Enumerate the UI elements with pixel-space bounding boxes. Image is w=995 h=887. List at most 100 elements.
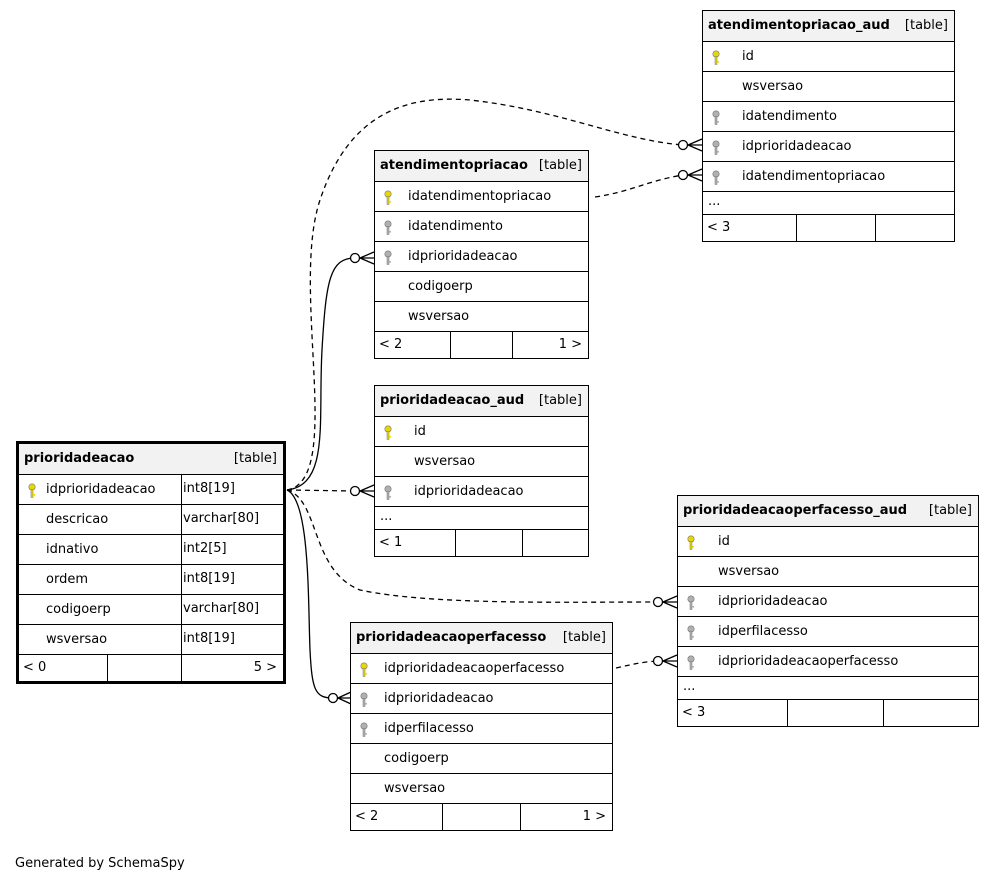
edge-end-circle [652, 655, 664, 667]
footer-divider [107, 655, 108, 681]
column-name: wsversao [384, 781, 446, 796]
foreign-key-icon [712, 110, 720, 126]
more-columns-row[interactable]: ... [703, 192, 954, 215]
edge-end-circle [677, 169, 689, 181]
column-row[interactable]: wsversao [678, 557, 978, 587]
footer-divider [512, 332, 513, 358]
column-name: codigoerp [408, 279, 473, 294]
column-row[interactable]: idnativo int2[5] [19, 535, 283, 565]
column-name: idnativo [46, 542, 99, 557]
table-atendimentopriacao-aud[interactable]: atendimentopriacao_aud[table]id wsversao i… [702, 10, 955, 242]
column-row[interactable]: idatendimento [375, 212, 588, 242]
primary-key-icon [28, 483, 36, 499]
table-footer: < 2 1 > [375, 332, 588, 358]
table-header: prioridadeacaoperfacesso_aud[table] [678, 496, 978, 527]
column-name: codigoerp [46, 602, 111, 617]
footer-parents-count[interactable]: < 3 [707, 220, 731, 235]
column-name: wsversao [408, 309, 470, 324]
column-row[interactable]: wsversao [375, 302, 588, 332]
more-columns-ellipsis: ... [708, 194, 721, 209]
column-name: idprioridadeacao [414, 484, 524, 499]
column-type: int8[19] [183, 481, 235, 496]
footer-divider [181, 655, 182, 681]
column-name: id [718, 534, 730, 549]
table-type-label: [table] [538, 393, 582, 408]
footer-parents-count[interactable]: < 3 [682, 705, 706, 720]
footer-parents-count[interactable]: < 2 [379, 337, 403, 352]
table-name: prioridadeacaoperfacesso [356, 630, 547, 645]
column-row[interactable]: wsversao [703, 72, 954, 102]
crowfoot-mark [687, 138, 703, 152]
column-name: idprioridadeacao [718, 594, 828, 609]
crowfoot-mark [359, 484, 375, 498]
edge-end-circle [652, 596, 664, 608]
column-row[interactable]: idperfilacesso [678, 617, 978, 647]
foreign-key-icon [687, 655, 695, 671]
generated-by-credit: Generated by SchemaSpy [15, 856, 185, 871]
column-row[interactable]: idatendimento [703, 102, 954, 132]
column-row[interactable]: id [678, 527, 978, 557]
table-header: atendimentopriacao[table] [375, 151, 588, 182]
table-prioridadeacaoperfacesso[interactable]: prioridadeacaoperfacesso[table]idpriorid… [350, 622, 613, 831]
edge-prioridadeacaoperfacesso-prioridadeacaoperfacesso-aud [615, 660, 659, 669]
edge-prioridadeacao-atendimentopriacao-aud [286, 98, 684, 491]
edge-end-circle [677, 139, 689, 151]
footer-children-count[interactable]: 5 > [253, 660, 277, 675]
column-row[interactable]: wsversao [351, 774, 612, 804]
foreign-key-icon [360, 692, 368, 708]
column-row[interactable]: idprioridadeacao int8[19] [19, 475, 283, 505]
column-row[interactable]: idprioridadeacaoperfacesso [351, 654, 612, 684]
crowfoot-mark [359, 251, 375, 265]
more-columns-row[interactable]: ... [678, 677, 978, 700]
column-row[interactable]: idprioridadeacao [375, 242, 588, 272]
table-footer: < 0 5 > [19, 655, 283, 681]
footer-children-count[interactable]: 1 > [582, 809, 606, 824]
column-name: id [742, 49, 754, 64]
foreign-key-icon [712, 140, 720, 156]
column-row[interactable]: idprioridadeacaoperfacesso [678, 647, 978, 677]
column-row[interactable]: idatendimentopriacao [375, 182, 588, 212]
column-row[interactable]: id [375, 417, 588, 447]
footer-parents-count[interactable]: < 0 [23, 660, 47, 675]
footer-children-count[interactable]: 1 > [558, 337, 582, 352]
column-type: int8[19] [183, 571, 235, 586]
table-prioridadeacaoperfacesso-aud[interactable]: prioridadeacaoperfacesso_aud[table]id wsv… [677, 495, 979, 727]
footer-parents-count[interactable]: < 2 [355, 809, 379, 824]
column-divider [181, 625, 182, 654]
column-name: codigoerp [384, 751, 449, 766]
column-row[interactable]: codigoerp [375, 272, 588, 302]
edge-end-circle [349, 252, 361, 264]
column-row[interactable]: wsversao [375, 447, 588, 477]
foreign-key-icon [687, 625, 695, 641]
more-columns-row[interactable]: ... [375, 507, 588, 530]
table-header: atendimentopriacao_aud[table] [703, 11, 954, 42]
column-row[interactable]: idprioridadeacao [375, 477, 588, 507]
column-row[interactable]: id [703, 42, 954, 72]
edge-prioridadeacao-prioridadeacaoperfacesso-aud [286, 489, 659, 603]
column-name: wsversao [414, 454, 476, 469]
crowfoot-mark [662, 595, 678, 609]
column-name: idprioridadeacao [742, 139, 852, 154]
footer-divider [787, 700, 788, 726]
column-row[interactable]: idprioridadeacao [351, 684, 612, 714]
column-type: int2[5] [183, 541, 227, 556]
column-name: idprioridadeacaoperfacesso [384, 661, 565, 676]
column-name: idatendimento [742, 109, 837, 124]
column-row[interactable]: idatendimentopriacao [703, 162, 954, 192]
footer-parents-count[interactable]: < 1 [379, 535, 403, 550]
column-name: idprioridadeacao [46, 482, 156, 497]
column-row[interactable]: codigoerp [351, 744, 612, 774]
column-row[interactable]: idperfilacesso [351, 714, 612, 744]
table-atendimentopriacao[interactable]: atendimentopriacao[table]idatendimentopr… [374, 150, 589, 359]
column-row[interactable]: idprioridadeacao [703, 132, 954, 162]
column-divider [181, 505, 182, 534]
table-type-label: [table] [538, 158, 582, 173]
column-row[interactable]: idprioridadeacao [678, 587, 978, 617]
